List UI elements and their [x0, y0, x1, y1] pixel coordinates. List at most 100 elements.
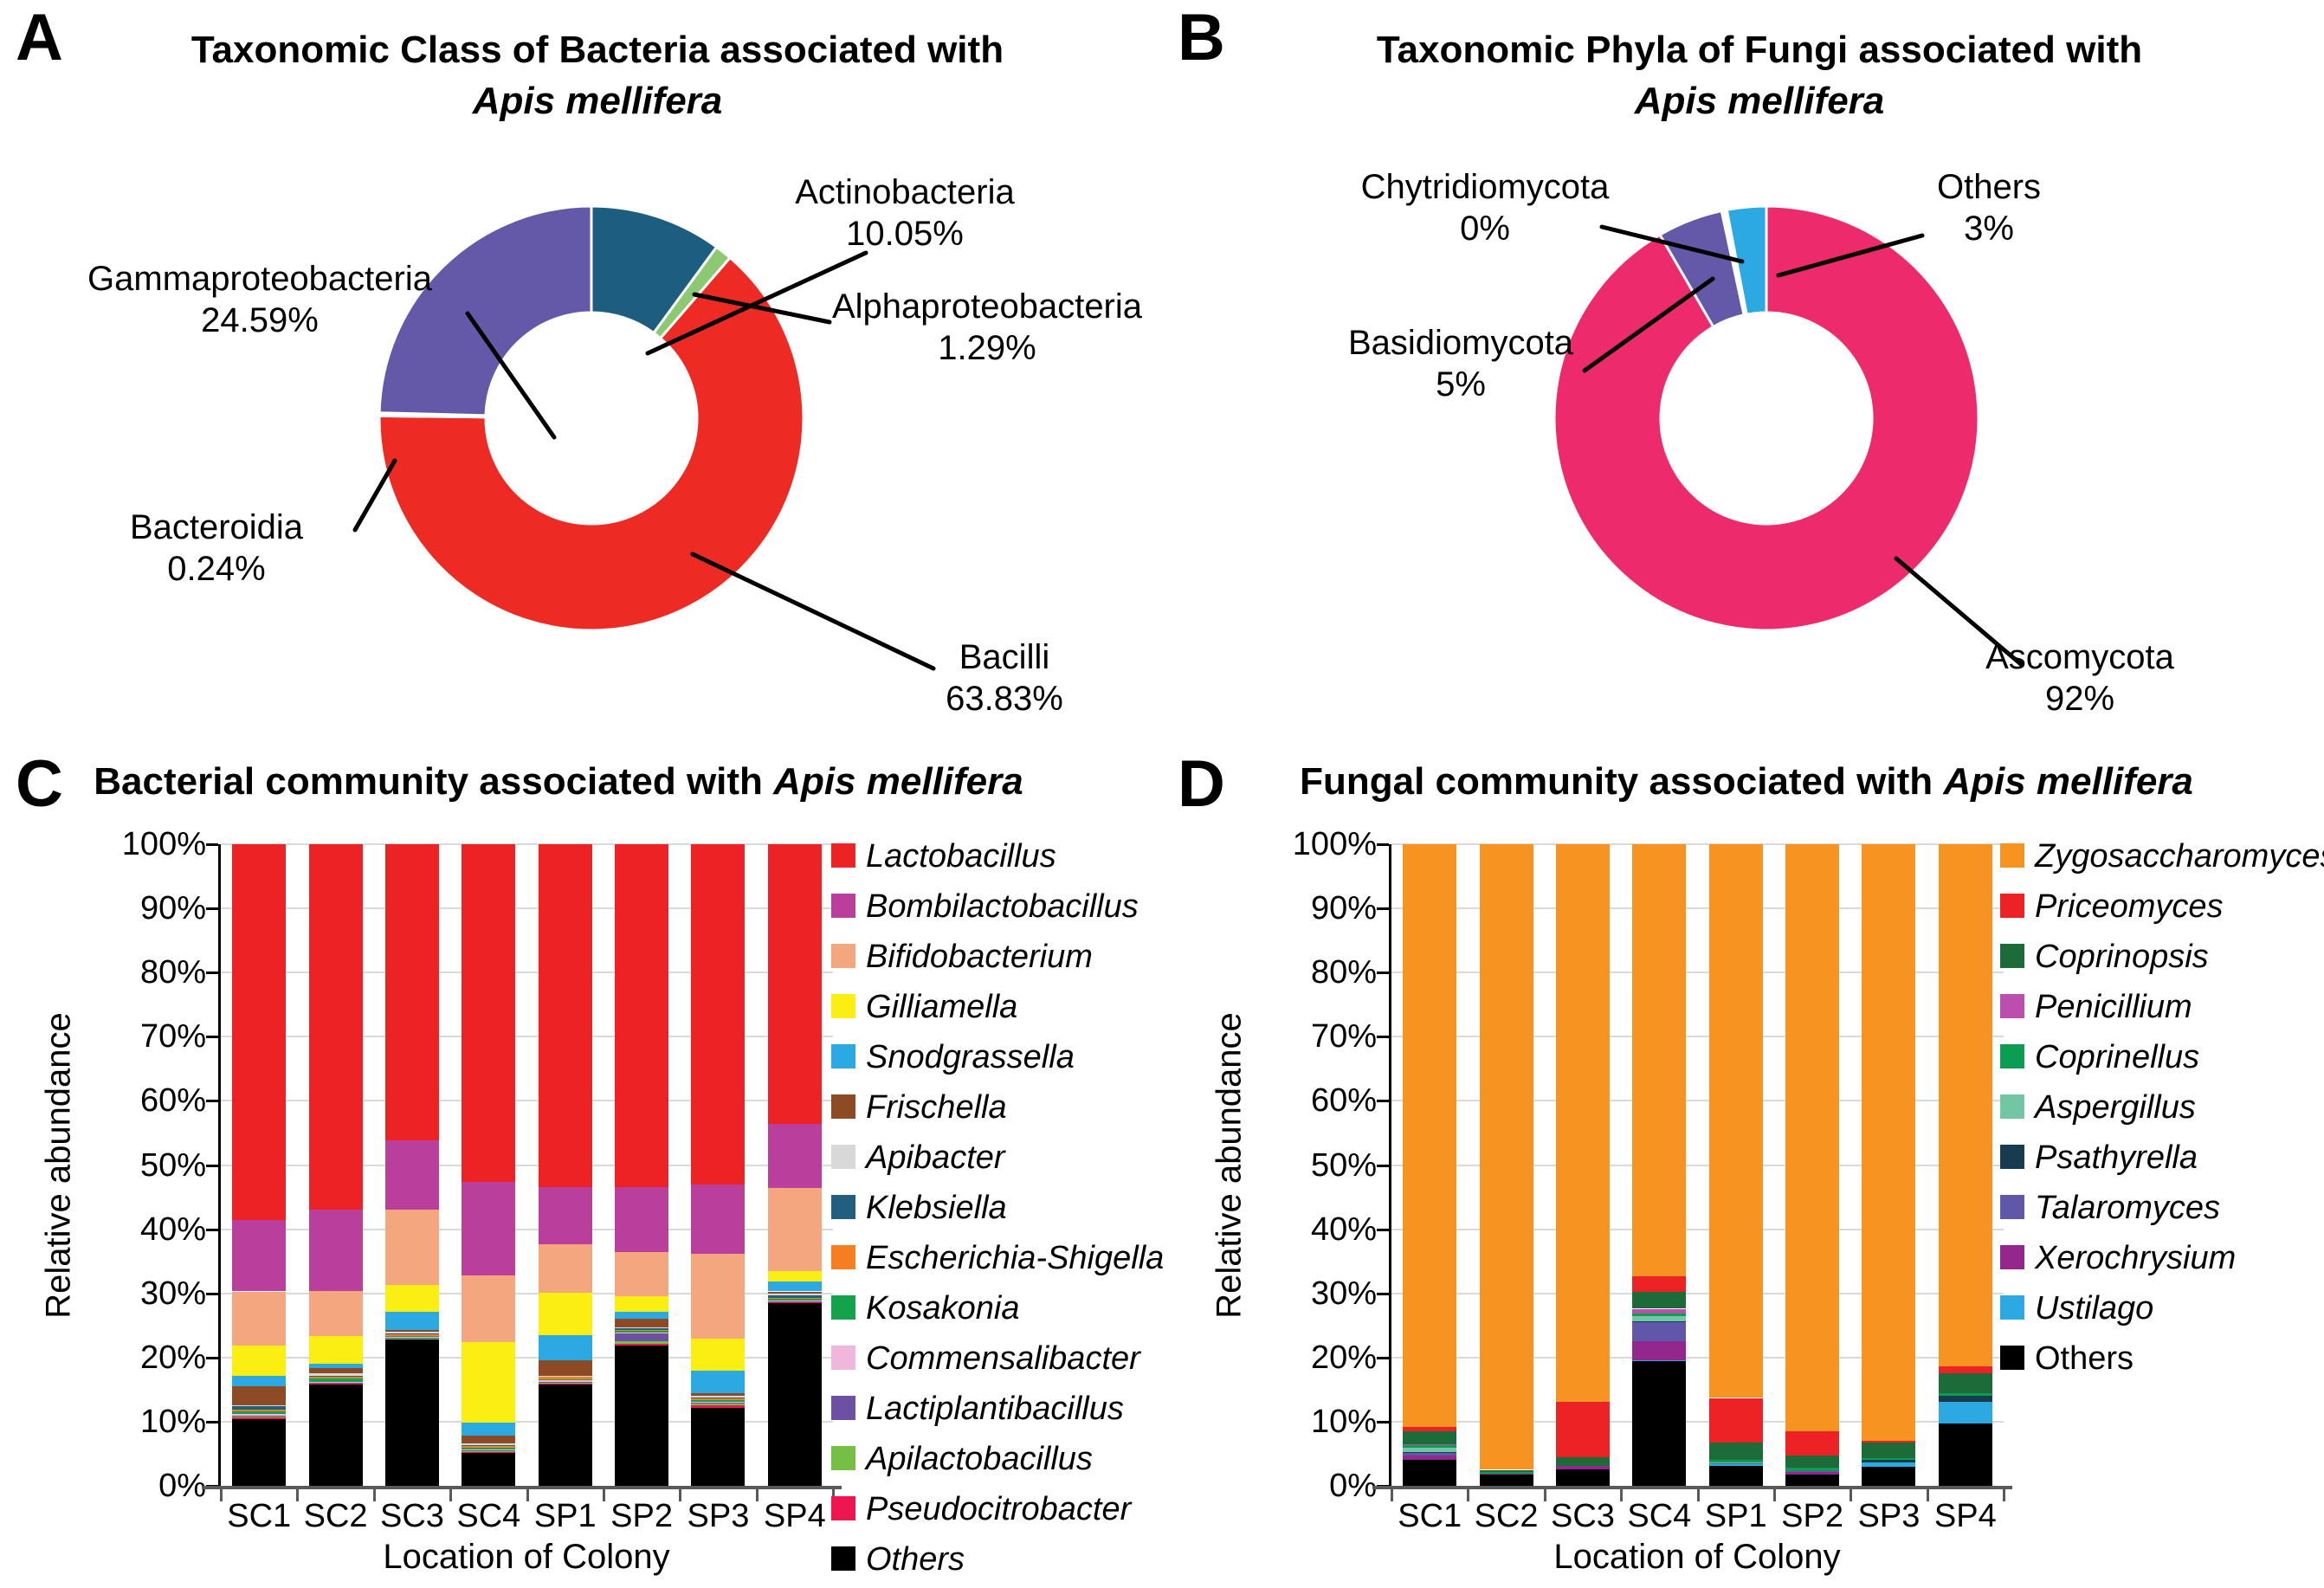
bar-SP1 — [538, 844, 592, 1486]
x-tick-label-SC2: SC2 — [1474, 1498, 1539, 1534]
bar-segment-pseudocitrobacter — [308, 1384, 363, 1385]
y-tick-mark — [206, 1164, 218, 1167]
bar-segment-coprinellus — [1479, 1472, 1533, 1474]
bar-segment-priceomyces — [1862, 1441, 1916, 1443]
gridline — [1391, 1036, 2004, 1038]
legend-label-priceomyces: Priceomyces — [2035, 888, 2224, 925]
gridline — [1391, 1292, 2004, 1294]
legend-swatch-apibacter — [831, 1145, 855, 1169]
bar-segment-escherichia-shigella — [538, 1377, 592, 1379]
bar-segment-pseudocitrobacter — [232, 1417, 287, 1419]
bar-segment-apibacter — [691, 1395, 746, 1398]
gridline — [221, 1356, 833, 1359]
panel-b-title-line1: Taxonomic Phyla of Fungi associated with — [1376, 29, 2143, 71]
gridline — [1391, 1420, 2004, 1423]
bar-segment-pseudocitrobacter — [462, 1451, 516, 1453]
slice-label-bacteroidia: Bacteroidia 0.24% — [74, 507, 359, 590]
bar-segment-others — [691, 1408, 746, 1486]
bar-segment-apilactobacillus — [767, 1301, 822, 1303]
y-tick-mark — [1377, 1164, 1389, 1167]
bar-segment-kosakonia — [691, 1399, 746, 1402]
y-tick-label: 30% — [139, 1275, 206, 1312]
legend-label-ustilago: Ustilago — [2035, 1290, 2154, 1327]
panel-b-title: Taxonomic Phyla of Fungi associated with… — [1257, 24, 2262, 127]
y-tick-label: 0% — [1329, 1468, 1377, 1504]
slice-label-others-fungi: Others 3% — [1855, 166, 2123, 249]
legend-swatch-talaromyces — [2000, 1195, 2024, 1219]
bar-segment-priceomyces — [1403, 1426, 1457, 1432]
legend-swatch-penicillium — [2000, 994, 2024, 1018]
bar-segment-others — [1555, 1469, 1610, 1486]
bar-segment-lactobacillus — [767, 844, 822, 1125]
y-tick-mark — [1377, 1100, 1389, 1103]
y-tick-mark — [1377, 843, 1389, 846]
bacteria-donut-chart — [352, 204, 936, 671]
x-tick-label-SP4: SP4 — [763, 1498, 826, 1534]
x-tick-label-SC3: SC3 — [379, 1498, 444, 1534]
gridline — [221, 1228, 833, 1230]
legend-swatch-zygosaccharomyces — [2000, 843, 2024, 868]
x-tick-mark — [1850, 1489, 1853, 1501]
x-axis-line — [202, 1486, 842, 1489]
bar-segment-gilliamella — [615, 1296, 669, 1313]
fungi-donut-chart — [1553, 204, 2024, 668]
bar-segment-zygosaccharomyces — [1479, 844, 1533, 1470]
bar-segment-lactobacillus — [615, 844, 669, 1187]
bar-segment-bombilactobacillus — [767, 1124, 822, 1189]
bar-segment-xerochrysium — [1632, 1341, 1687, 1360]
bar-segment-others — [1403, 1460, 1457, 1486]
x-tick-label-SP2: SP2 — [610, 1498, 673, 1534]
x-tick-mark — [526, 1489, 529, 1501]
x-tick-label-SC4: SC4 — [456, 1498, 521, 1534]
y-tick-mark — [1377, 1228, 1389, 1231]
slice-pct: 3% — [1964, 210, 2014, 248]
y-tick-mark — [206, 1036, 218, 1039]
bar-segment-others — [538, 1384, 592, 1486]
y-axis-line — [218, 844, 221, 1489]
bar-segment-ustilago — [1632, 1359, 1687, 1362]
bar-SC2 — [1479, 844, 1533, 1486]
y-tick-label: 100% — [1292, 826, 1377, 862]
bar-segment-apibacter — [232, 1404, 287, 1407]
y-tick-mark — [206, 1100, 218, 1103]
y-tick-label: 50% — [139, 1146, 206, 1184]
bar-segment-coprinellus — [1862, 1458, 1916, 1461]
bar-segment-zygosaccharomyces — [1555, 844, 1610, 1402]
legend-label-commensalibacter: Commensalibacter — [866, 1340, 1140, 1377]
bar-segment-apibacter — [538, 1375, 592, 1377]
bar-segment-apilactobacillus — [462, 1451, 516, 1452]
legend-swatch-psathyrella — [2000, 1145, 2024, 1169]
panel-c-title-text: Bacterial community associated with — [94, 760, 774, 803]
legend-label-apilactobacillus: Apilactobacillus — [866, 1441, 1093, 1477]
bar-segment-penicillium — [1632, 1308, 1687, 1314]
slice-label-alphaproteobacteria: Alphaproteobacteria 1.29% — [805, 286, 1169, 369]
bar-SP4 — [767, 844, 822, 1486]
slice-pct: 0.24% — [167, 550, 266, 588]
bar-segment-aspergillus — [1708, 1462, 1763, 1464]
bar-segment-bombilactobacillus — [308, 1209, 363, 1291]
legend-swatch-others — [2000, 1346, 2024, 1370]
legend-label-pseudocitrobacter: Pseudocitrobacter — [866, 1491, 1132, 1527]
legend-swatch-lactiplantibacillus — [831, 1396, 855, 1420]
x-tick-mark — [220, 1489, 223, 1501]
bar-SC3 — [384, 844, 439, 1486]
panel-d-title-species: Apis mellifera — [1943, 760, 2193, 803]
bar-segment-frischella — [767, 1291, 822, 1294]
bar-segment-others — [1938, 1423, 1992, 1486]
bar-segment-lactiplantibacillus — [538, 1381, 592, 1383]
legend-swatch-coprinopsis — [2000, 944, 2024, 968]
slice-label-basidiomycota: Basidiomycota 5% — [1314, 322, 1608, 405]
leader-line — [692, 292, 832, 325]
x-tick-mark — [1391, 1489, 1393, 1501]
bar-segment-talaromyces — [1785, 1470, 1840, 1473]
legend-swatch-xerochrysium — [2000, 1245, 2024, 1269]
bar-segment-gilliamella — [462, 1342, 516, 1423]
y-tick-label: 100% — [121, 826, 206, 862]
legend-label-frischella: Frischella — [866, 1089, 1007, 1126]
bar-segment-others — [615, 1345, 669, 1486]
slice-name: Bacilli — [959, 638, 1050, 676]
bar-segment-frischella — [691, 1392, 746, 1396]
y-tick-label: 50% — [1310, 1146, 1377, 1184]
y-tick-mark — [1377, 972, 1389, 975]
bar-segment-bifidobacterium — [384, 1210, 439, 1286]
